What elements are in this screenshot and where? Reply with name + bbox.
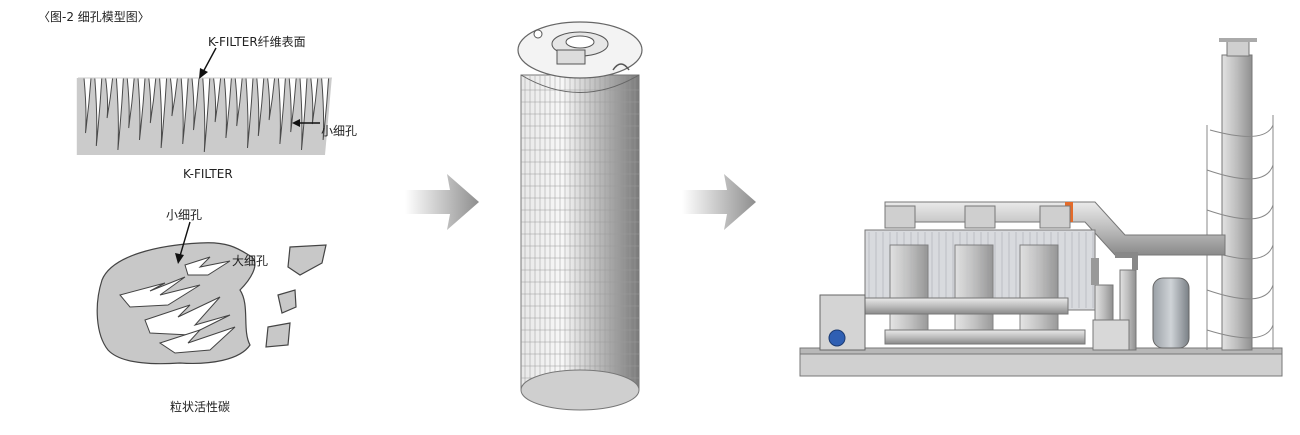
kfilter-pore — [137, 77, 146, 141]
kfilter-surface-label: K-FILTER纤维表面 — [208, 35, 306, 49]
plant-base-skid — [799, 351, 1283, 377]
kfilter-pore — [321, 77, 330, 141]
kfilter-pore — [213, 77, 222, 123]
kfilter-pore — [223, 77, 232, 139]
kfilter-pore — [115, 77, 124, 151]
kfilter-surface-arrow — [199, 47, 217, 79]
carbon-caption: 粒状活性碳 — [170, 400, 231, 414]
carbon-small-pore-label: 小细孔 — [166, 208, 203, 222]
kfilter-pore — [159, 77, 168, 149]
kfilter-pore — [169, 77, 178, 117]
exhaust-stack — [1221, 54, 1253, 351]
kfilter-pore — [94, 77, 103, 147]
kfilter-pore — [105, 77, 114, 119]
carbon-particle-fragment-2 — [277, 289, 297, 314]
kfilter-pore — [256, 77, 265, 137]
carbon-particle-fragment-3 — [265, 322, 291, 348]
figure-title: 〈图-2 细孔模型图〉 — [38, 10, 150, 24]
kfilter-pore — [148, 77, 157, 124]
tower-bottom — [520, 369, 640, 411]
kfilter-pore — [288, 77, 297, 133]
carbon-small-pore-arrow — [175, 221, 191, 264]
lower-header-pipe — [842, 297, 1069, 315]
kfilter-caption: K-FILTER — [183, 167, 233, 181]
kfilter-small-pore-arrow — [292, 119, 320, 127]
kfilter-pore — [191, 77, 200, 131]
kfilter-pore — [299, 77, 308, 151]
flow-arrow-2 — [682, 174, 756, 230]
kfilter-pore — [245, 77, 254, 149]
carbon-large-pore-label: 大细孔 — [232, 254, 269, 268]
kfilter-pore — [180, 77, 189, 145]
kfilter-pore — [267, 77, 276, 121]
kfilter-pores — [83, 77, 330, 153]
kfilter-pore — [202, 77, 211, 153]
kfilter-pore — [83, 77, 92, 134]
kfilter-surface-diagram — [76, 77, 332, 155]
treatment-plant-illustration — [799, 38, 1283, 377]
storage-tank — [1152, 277, 1190, 349]
kfilter-pore — [126, 77, 135, 129]
carbon-particle-diagram — [96, 242, 327, 365]
flow-arrow-1 — [405, 174, 479, 230]
tower-mesh — [521, 76, 639, 390]
carbon-pore-channels — [119, 256, 236, 354]
kfilter-pore — [234, 77, 243, 127]
kfilter-pore — [277, 77, 286, 145]
carbon-particle-fragment-1 — [287, 244, 327, 276]
kfilter-small-pore-label: 小细孔 — [321, 124, 358, 138]
filter-tower-illustration — [517, 21, 643, 411]
kfilter-pore — [310, 77, 319, 125]
